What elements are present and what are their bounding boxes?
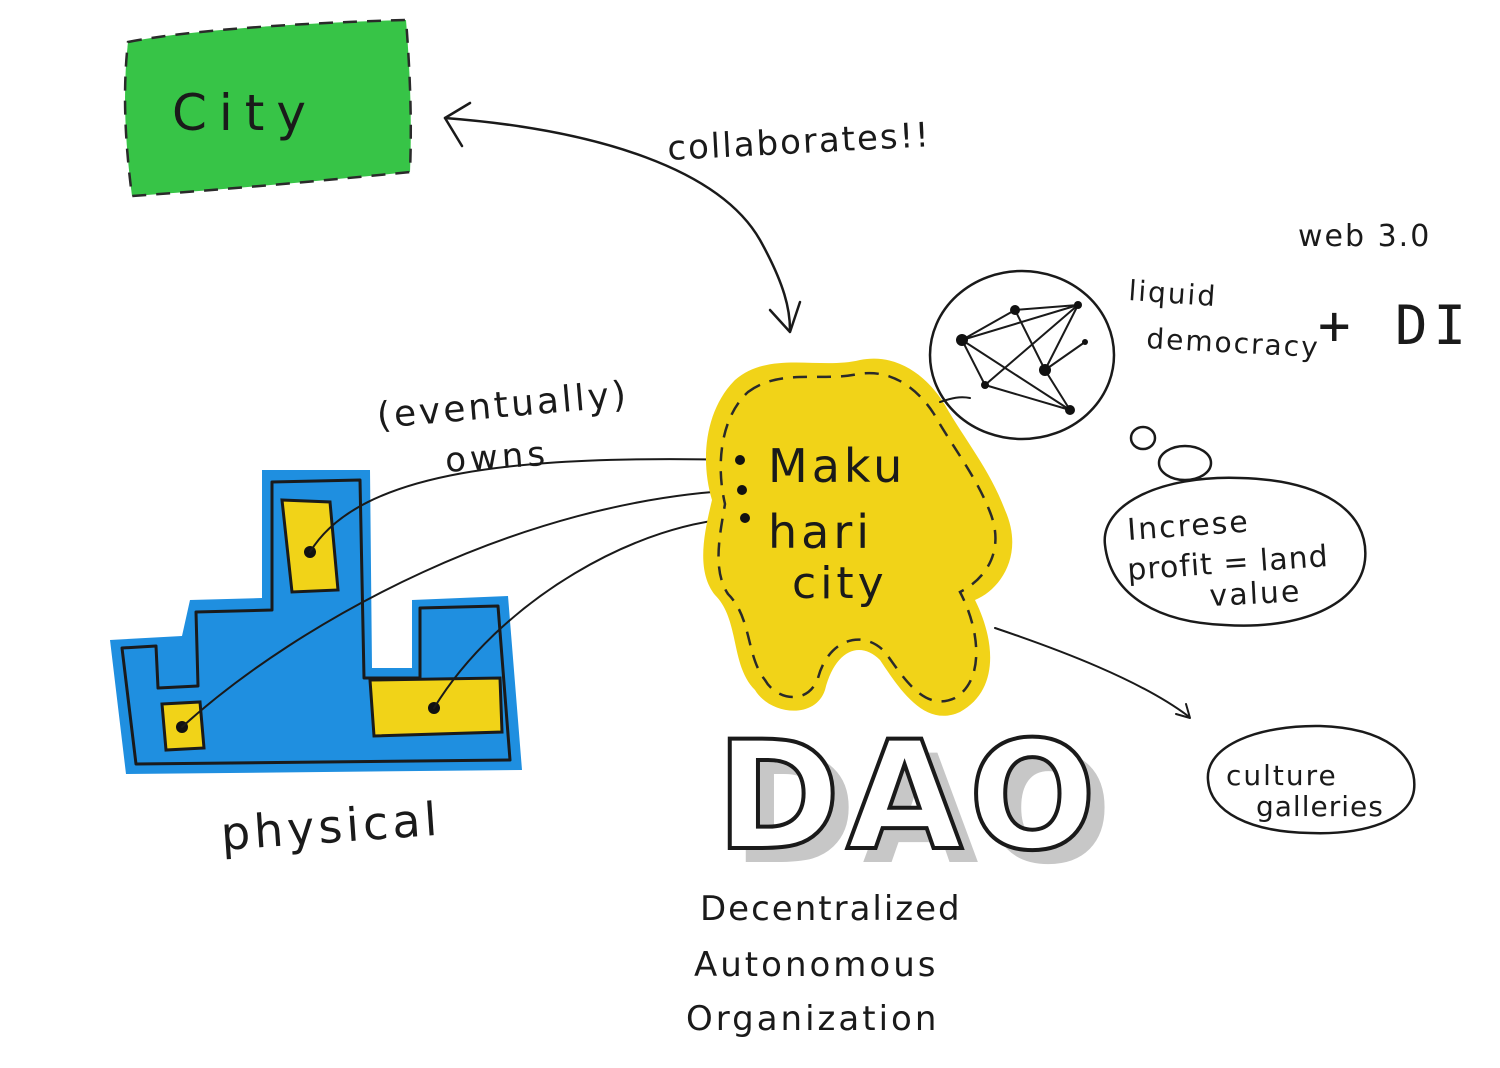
dao-line3: Organization — [686, 999, 939, 1039]
owns-connectors — [181, 458, 746, 728]
makuhari-line3: city — [792, 558, 888, 609]
culture-connector — [994, 627, 1191, 719]
culture-line1: culture — [1226, 759, 1338, 792]
dao-letters: DAO — [716, 710, 1102, 884]
culture-line2: galleries — [1256, 790, 1384, 823]
city-box-dashed-border — [123, 18, 413, 198]
liquid-democracy-bubble — [928, 269, 1213, 482]
collaborates-label: collaborates!! — [666, 115, 931, 169]
makuhari-line2: hari — [768, 505, 873, 559]
culture-bubble — [1206, 724, 1416, 835]
physical-node — [110, 470, 522, 774]
makuhari-dot-1 — [735, 455, 745, 465]
owns-label-line2: owns — [444, 434, 550, 481]
liquid-line2: democracy — [1146, 322, 1321, 364]
makuhari-dashed-border — [717, 371, 997, 703]
profit-bubble — [1103, 476, 1367, 627]
dao-letters-shadow: DAO — [732, 724, 1118, 898]
di-label: + DI — [1318, 294, 1472, 357]
makuhari-node: Maku hari city — [703, 358, 1013, 716]
network-graph-icon — [956, 301, 1088, 415]
city-label: City — [172, 84, 318, 142]
city-box — [125, 20, 411, 196]
makuhari-dot-2 — [737, 485, 747, 495]
makuhari-line1: Maku — [768, 439, 906, 493]
dao-lettering: DAO DAO — [714, 708, 1118, 898]
dao-line1: Decentralized — [700, 889, 962, 929]
dao-line2: Autonomous — [694, 945, 938, 985]
makuhari-dot-3 — [740, 513, 750, 523]
physical-label: physical — [219, 792, 443, 861]
owns-label-line1: (eventually) — [375, 374, 630, 437]
profit-line1: Increse — [1126, 505, 1251, 548]
makuhari-blob — [703, 358, 1013, 716]
web3-label: web 3.0 — [1298, 219, 1431, 254]
city-node: City — [123, 18, 413, 198]
profit-line3: value — [1209, 574, 1303, 614]
physical-outline — [120, 478, 512, 766]
collaborates-arrow — [443, 101, 802, 334]
liquid-line1: liquid — [1128, 274, 1219, 313]
